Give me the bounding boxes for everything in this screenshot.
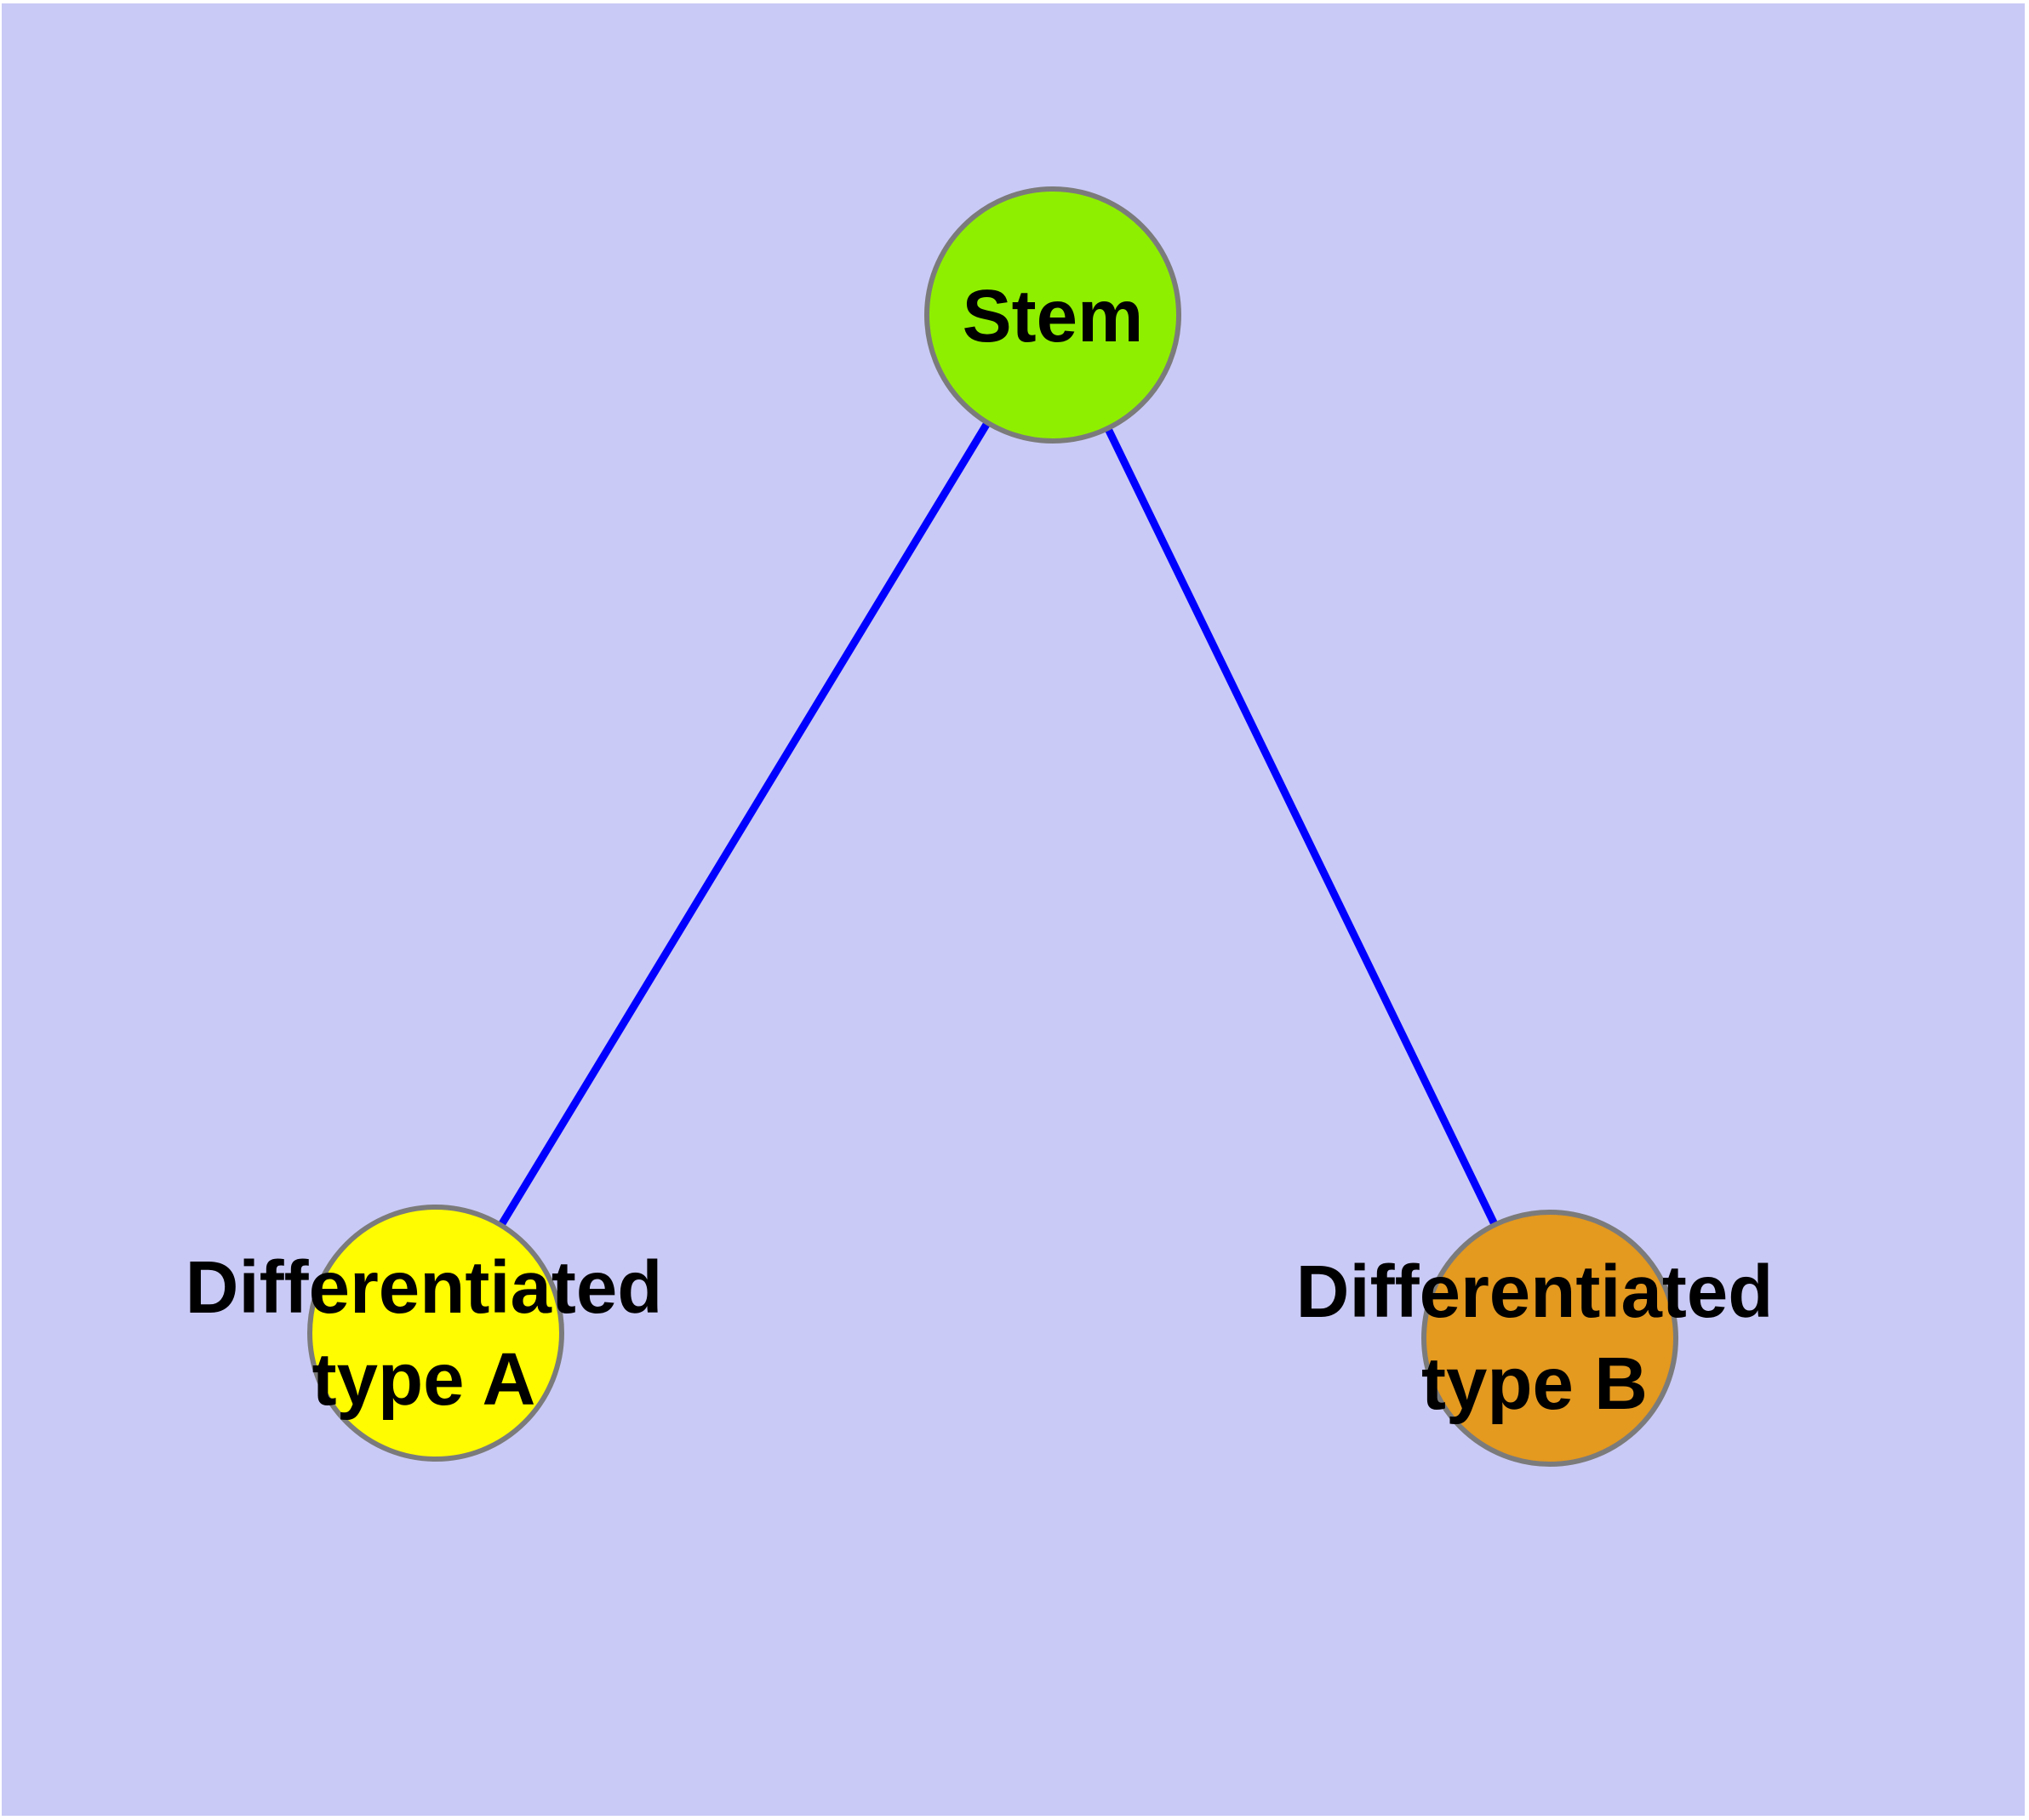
node-differentiated-type-b-circle bbox=[1421, 1210, 1678, 1467]
edge-stem-to-type-a bbox=[432, 312, 1056, 1336]
node-differentiated-type-a-circle bbox=[307, 1205, 564, 1462]
edge-stem-to-type-b bbox=[1049, 313, 1554, 1340]
node-stem-circle bbox=[924, 186, 1181, 444]
